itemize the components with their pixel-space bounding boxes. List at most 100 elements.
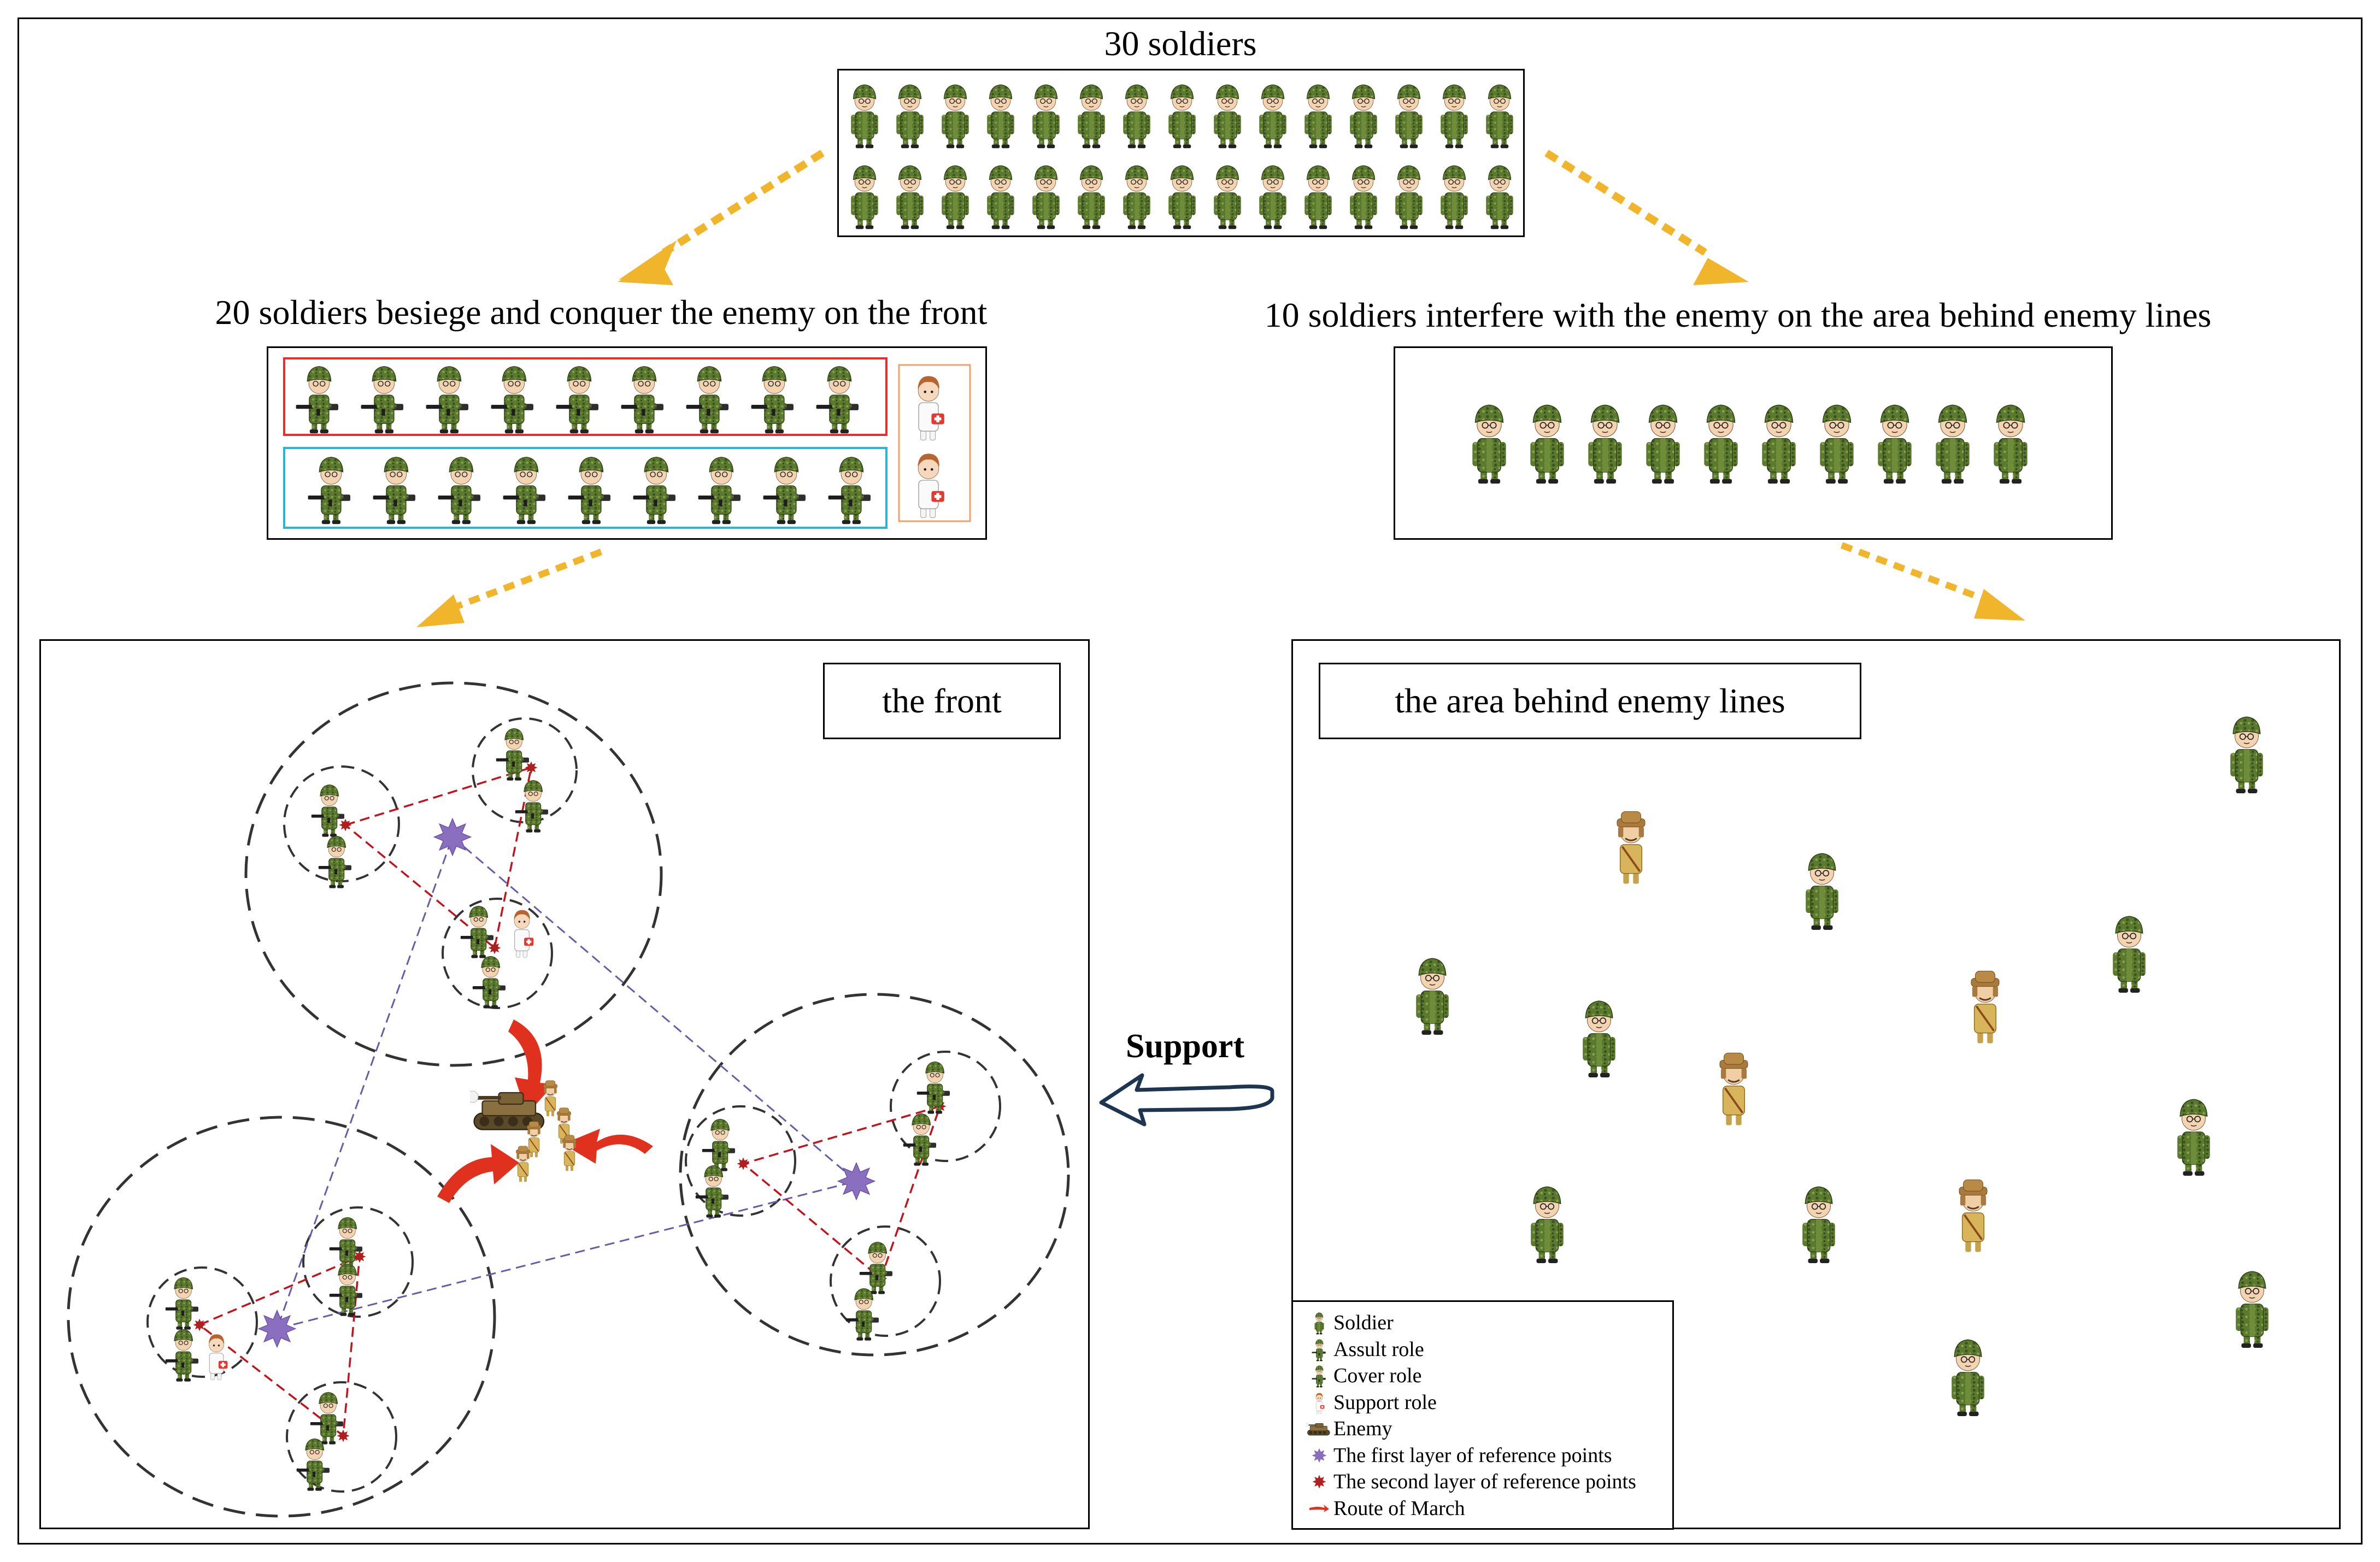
enemy-icon bbox=[1719, 1052, 1749, 1127]
soldier-icon bbox=[1077, 84, 1106, 149]
soldier-icon bbox=[1440, 165, 1468, 229]
legend-label: Soldier bbox=[1333, 1311, 1394, 1335]
enemy-icon bbox=[515, 1145, 531, 1183]
enemy-icon bbox=[1958, 1178, 1988, 1253]
soldier-icon bbox=[1168, 165, 1196, 229]
soldier-icon bbox=[1805, 853, 1839, 930]
cover-soldier-icon bbox=[697, 457, 741, 524]
legend-item-second-layer: The second layer of reference points bbox=[1305, 1469, 1672, 1495]
front-panel bbox=[39, 639, 1090, 1529]
soldier-icon bbox=[1530, 404, 1565, 485]
support-label: Support bbox=[1126, 1028, 1245, 1065]
cover-soldier-icon bbox=[567, 457, 611, 524]
medic-icon bbox=[513, 910, 534, 958]
cover-group-box bbox=[283, 447, 888, 529]
squad-soldier-icon bbox=[165, 1329, 199, 1382]
soldier-icon bbox=[1395, 165, 1423, 229]
legend-item-enemy: Enemy bbox=[1305, 1416, 1672, 1442]
legend-label: Enemy bbox=[1333, 1417, 1392, 1441]
cover-soldier-icon bbox=[762, 457, 806, 524]
assault-soldier-icon bbox=[360, 366, 404, 434]
soldier-icon bbox=[1123, 84, 1151, 149]
rear-panel-label: the area behind enemy lines bbox=[1319, 663, 1861, 739]
legend: Soldier Assult role Cover role Support r… bbox=[1291, 1300, 1674, 1530]
squad-soldier-icon bbox=[311, 784, 345, 838]
squad-soldier-icon bbox=[903, 1113, 937, 1166]
squad-soldier-icon bbox=[310, 1392, 344, 1445]
all-soldiers-grid bbox=[850, 84, 1514, 229]
squad-soldier-icon bbox=[695, 1165, 729, 1218]
legend-label: Support role bbox=[1333, 1390, 1437, 1414]
rear-team-soldiers bbox=[1472, 404, 2028, 485]
legend-item-soldier: Soldier bbox=[1305, 1310, 1672, 1336]
medic-icon bbox=[1305, 1390, 1333, 1415]
support-arrow bbox=[1099, 1073, 1274, 1127]
squad-circle-left bbox=[67, 1116, 496, 1518]
cover-soldier-icon bbox=[437, 457, 481, 524]
soldier-icon bbox=[1168, 84, 1196, 149]
soldier-icon bbox=[986, 165, 1015, 229]
soldier-icon bbox=[1349, 84, 1378, 149]
enemy-icon bbox=[543, 1080, 558, 1117]
assault-soldier-icon bbox=[425, 366, 469, 434]
rear-team-box bbox=[1394, 346, 2113, 540]
assault-soldier-icon bbox=[490, 366, 534, 434]
soldier-icon bbox=[1077, 165, 1106, 229]
squad-soldier-icon bbox=[329, 1217, 363, 1270]
soldier-icon bbox=[1485, 165, 1514, 229]
soldier-icon bbox=[1123, 165, 1151, 229]
soldier-icon bbox=[2235, 1271, 2269, 1348]
squad-soldier-icon bbox=[845, 1288, 879, 1341]
soldier-icon bbox=[1485, 84, 1514, 149]
squad-soldier-icon bbox=[165, 1277, 199, 1330]
assault-soldier-icon bbox=[750, 366, 794, 434]
soldier-icon bbox=[2230, 716, 2264, 794]
soldier-icon bbox=[1349, 165, 1378, 229]
front-team-soldiers bbox=[295, 366, 945, 524]
medic-group-box bbox=[898, 364, 971, 522]
cover-soldier-icon bbox=[632, 457, 676, 524]
legend-item-support: Support role bbox=[1305, 1389, 1672, 1416]
soldier-icon bbox=[896, 165, 924, 229]
legend-item-first-layer: The first layer of reference points bbox=[1305, 1442, 1672, 1469]
soldier-icon bbox=[896, 84, 924, 149]
legend-label: Route of March bbox=[1333, 1496, 1465, 1520]
red-arrow-icon bbox=[1305, 1496, 1333, 1521]
legend-label: Cover role bbox=[1333, 1364, 1422, 1388]
front-formation bbox=[67, 681, 1070, 1518]
soldier-icon bbox=[1819, 404, 1854, 485]
soldier-icon bbox=[1032, 165, 1060, 229]
soldier-icon bbox=[2177, 1099, 2211, 1176]
flow-arrow-top-right bbox=[1544, 150, 1749, 285]
soldier-icon bbox=[1530, 1186, 1564, 1264]
soldier-icon bbox=[1582, 1000, 1616, 1078]
soldier-icon bbox=[1646, 404, 1680, 485]
soldier-icon bbox=[1395, 84, 1423, 149]
soldier-icon bbox=[1877, 404, 1912, 485]
enemy-icon bbox=[1305, 1416, 1333, 1441]
squad-circle-top bbox=[244, 681, 663, 1067]
soldier-icon bbox=[850, 84, 879, 149]
squad-soldier-icon bbox=[702, 1118, 736, 1172]
soldier-icon bbox=[1935, 404, 1970, 485]
soldier-icon bbox=[2112, 916, 2146, 993]
squad-soldier-icon bbox=[460, 905, 494, 959]
soldier-icon bbox=[1472, 404, 1507, 485]
cover-soldier-icon bbox=[1305, 1363, 1333, 1388]
cover-soldier-icon bbox=[502, 457, 546, 524]
assault-group-box bbox=[283, 357, 888, 436]
soldier-icon bbox=[1588, 404, 1623, 485]
medic-icon bbox=[917, 453, 945, 518]
soldier-icon bbox=[850, 165, 879, 229]
cover-soldier-icon bbox=[827, 457, 871, 524]
rear-group-title: 10 soldiers interfere with the enemy on … bbox=[1264, 296, 2212, 334]
squad-circle-right bbox=[679, 993, 1070, 1357]
flow-arrow-rear bbox=[1840, 542, 2025, 621]
enemy-icon bbox=[1616, 810, 1646, 885]
soldier-icon bbox=[1259, 84, 1287, 149]
flow-arrow-front bbox=[416, 549, 603, 627]
soldier-icon bbox=[1305, 1310, 1333, 1335]
purple-star-icon bbox=[1305, 1443, 1333, 1468]
soldier-icon bbox=[1761, 404, 1796, 485]
